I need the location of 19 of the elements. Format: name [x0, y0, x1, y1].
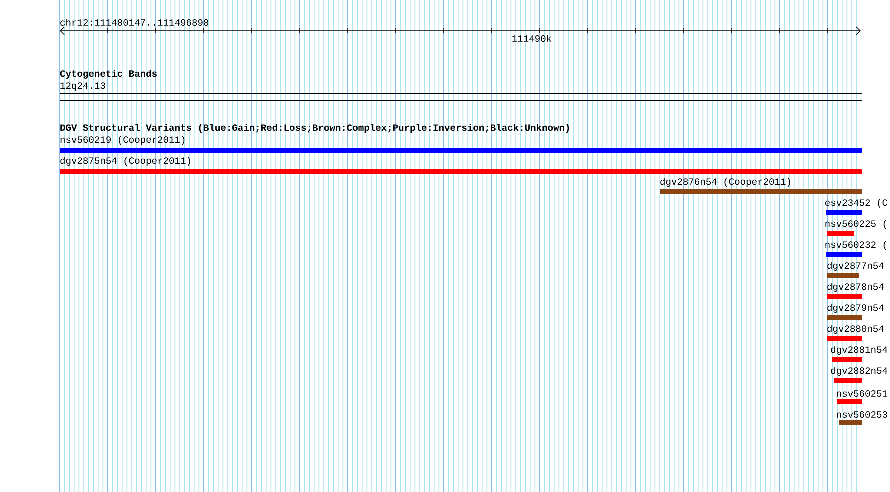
variant-label: nsv560232 (	[826, 241, 886, 250]
coordinate-label: chr12:111480147..111496898	[60, 18, 209, 26]
variant-label: dgv2878n54	[828, 283, 884, 292]
track-title: Cytogenetic Bands	[60, 70, 157, 79]
variant-label: dgv2875n54 (Cooper2011)	[60, 157, 190, 166]
variant-label: dgv2881n54	[831, 346, 888, 355]
variant-label: dgv2879n54	[828, 304, 884, 313]
variant-label: nsv560225 (	[826, 220, 886, 229]
band-label: 12q24.13	[60, 82, 106, 91]
variant-label: dgv2877n54	[828, 262, 884, 271]
tick-label: 111490k	[512, 35, 552, 42]
variant-label: nsv560251	[837, 390, 888, 397]
variant-label: nsv560219 (Cooper2011)	[60, 136, 185, 145]
variant-label: esv23452 (C	[826, 199, 888, 208]
variant-label: dgv2880n54	[828, 325, 884, 334]
variant-label: nsv560253	[837, 412, 888, 418]
variant-label: dgv2882n54	[831, 367, 888, 376]
variant-label: dgv2876n54 (Cooper2011)	[660, 178, 790, 187]
track-title: DGV Structural Variants (Blue:Gain;Red:Loss;Brown:Complex;Purple:Inversion;Black:Unknown)	[60, 124, 570, 133]
